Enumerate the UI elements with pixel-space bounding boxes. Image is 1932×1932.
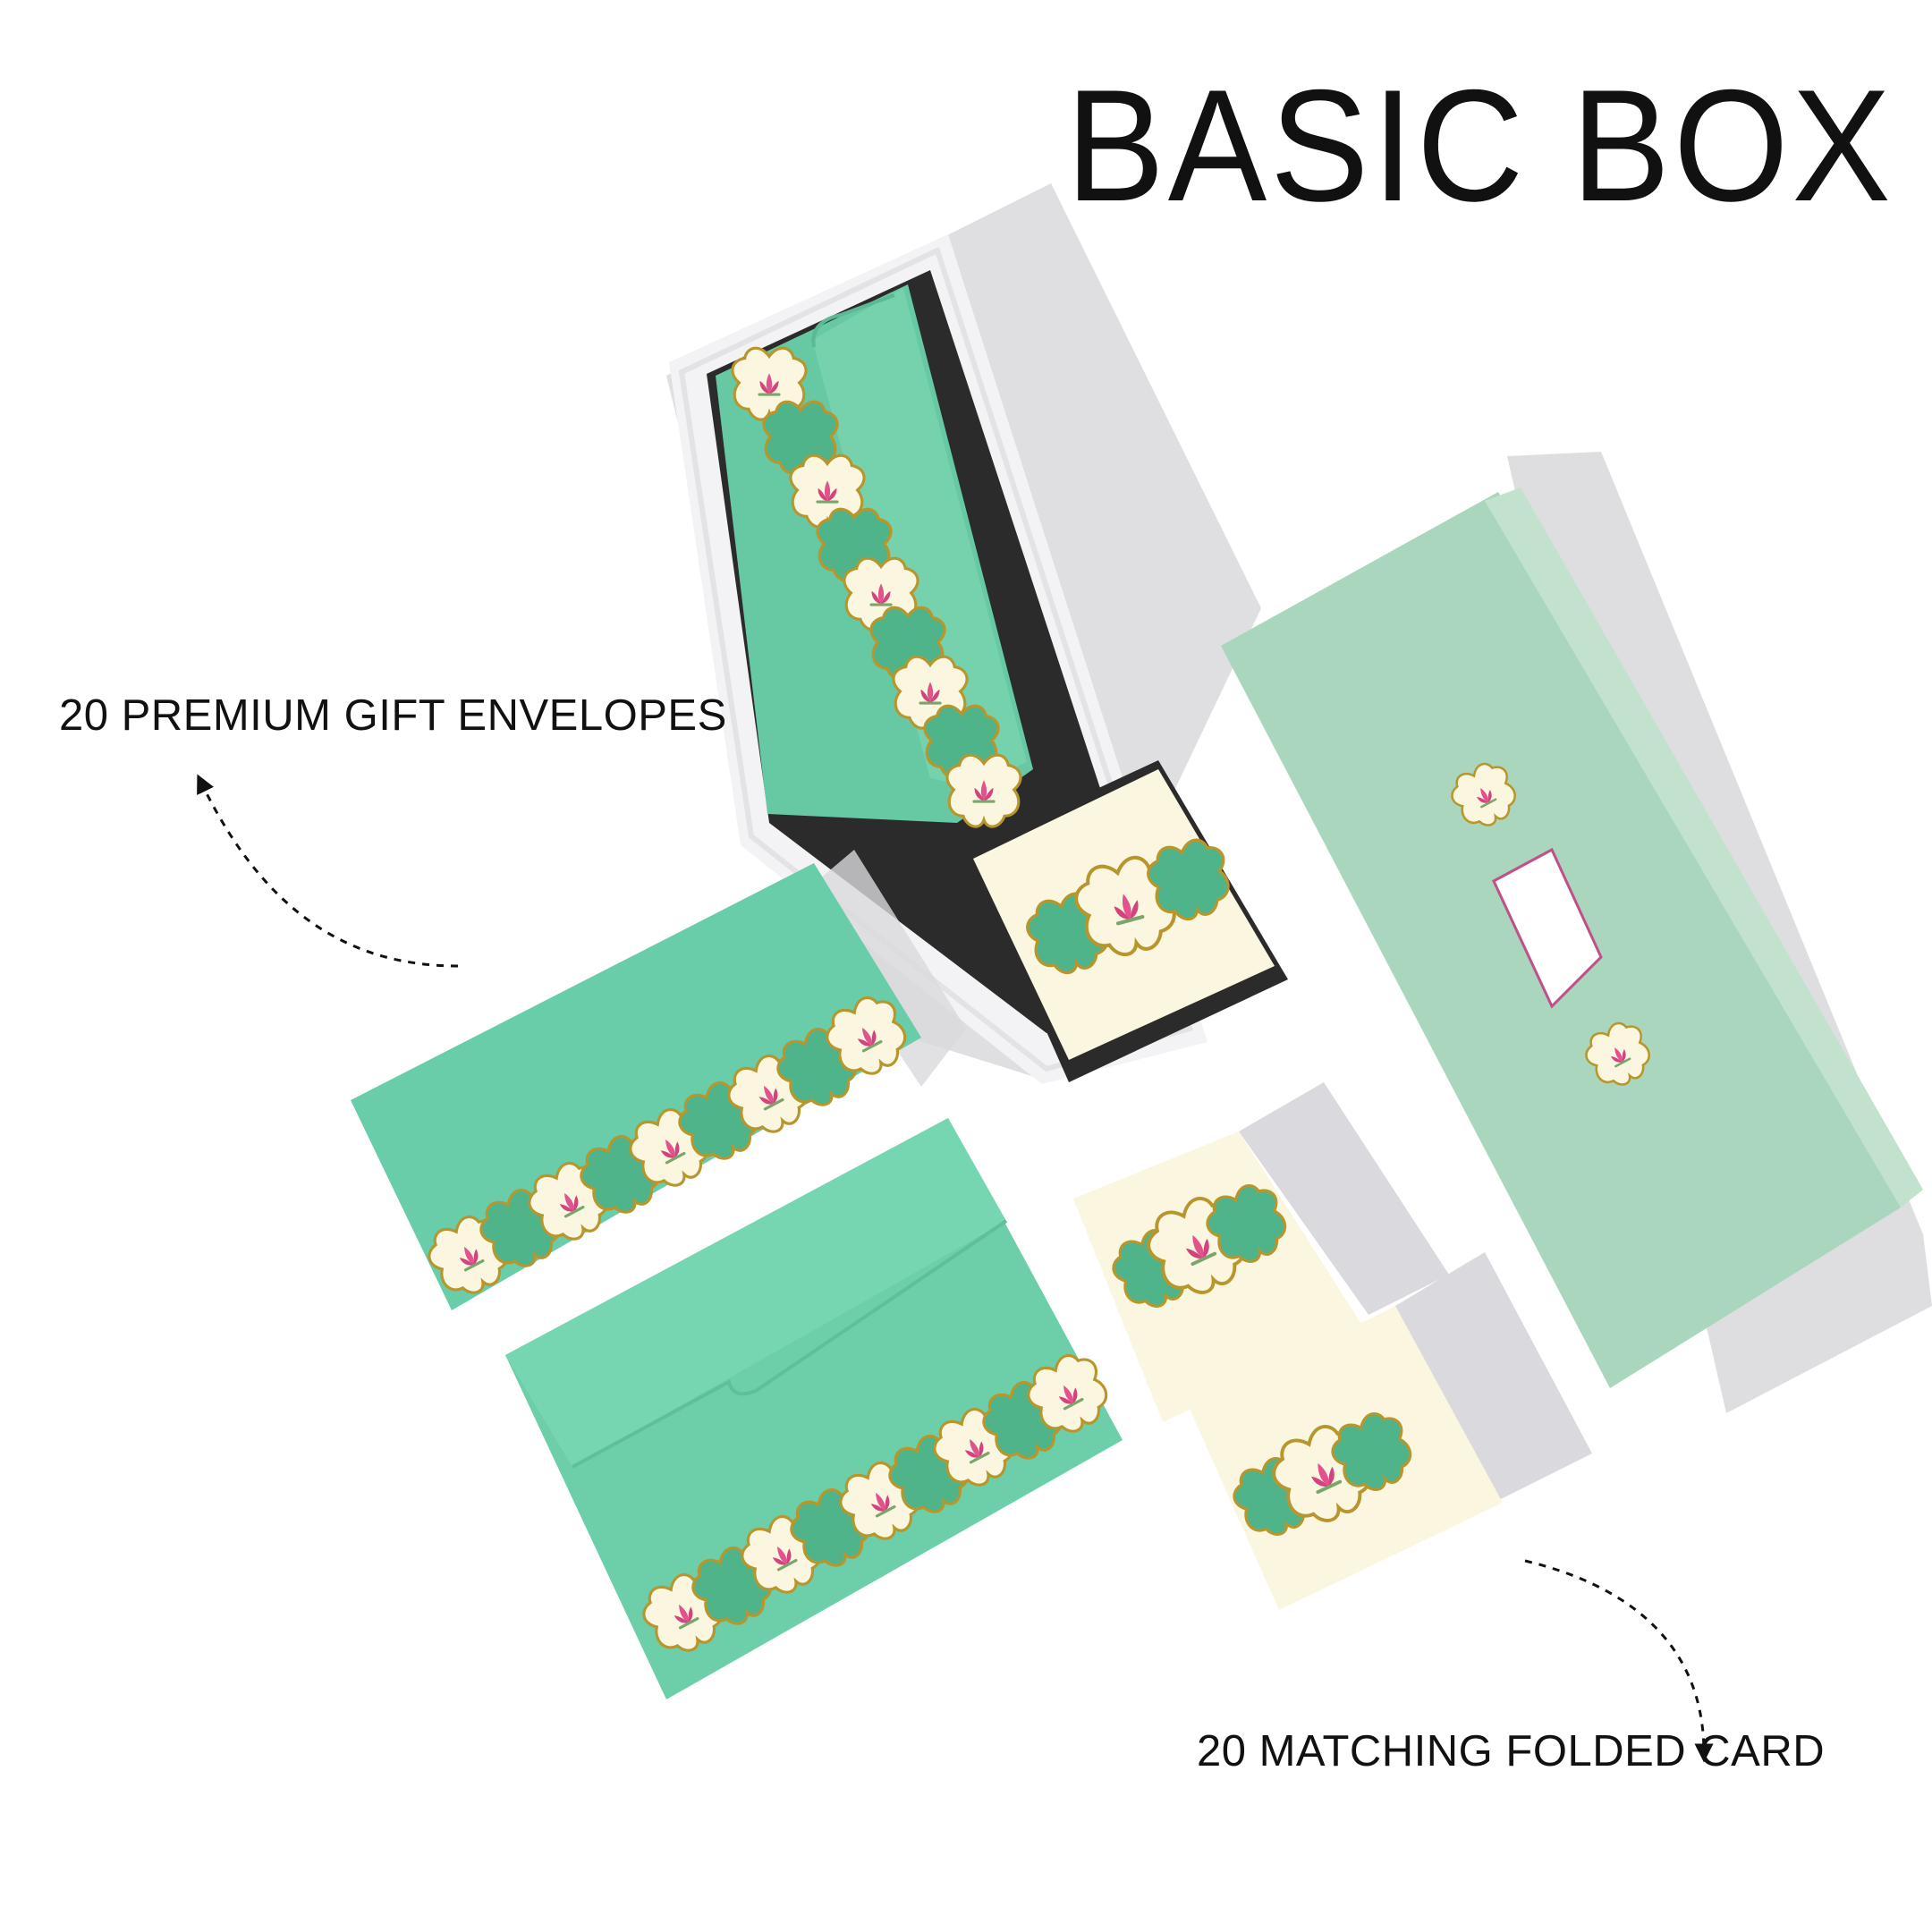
- page-title: BASIC BOX: [1066, 56, 1894, 234]
- boxed-card: [966, 760, 1288, 1082]
- envelopes-caption: 20 PREMIUM GIFT ENVELOPES: [59, 691, 727, 740]
- cards-caption: 20 MATCHING FOLDED CARD: [1197, 1727, 1826, 1775]
- arrow-icon: [197, 774, 459, 968]
- arrow-icon: [1524, 1559, 1714, 1763]
- folded-card-1: [1073, 1082, 1449, 1422]
- folded-card-2: [1190, 1252, 1592, 1610]
- lid-label-plate: [1492, 847, 1603, 1009]
- box-lid: [1221, 452, 1932, 1413]
- loose-envelope-1: [351, 850, 966, 1310]
- loose-envelope-2: [505, 1118, 1123, 1699]
